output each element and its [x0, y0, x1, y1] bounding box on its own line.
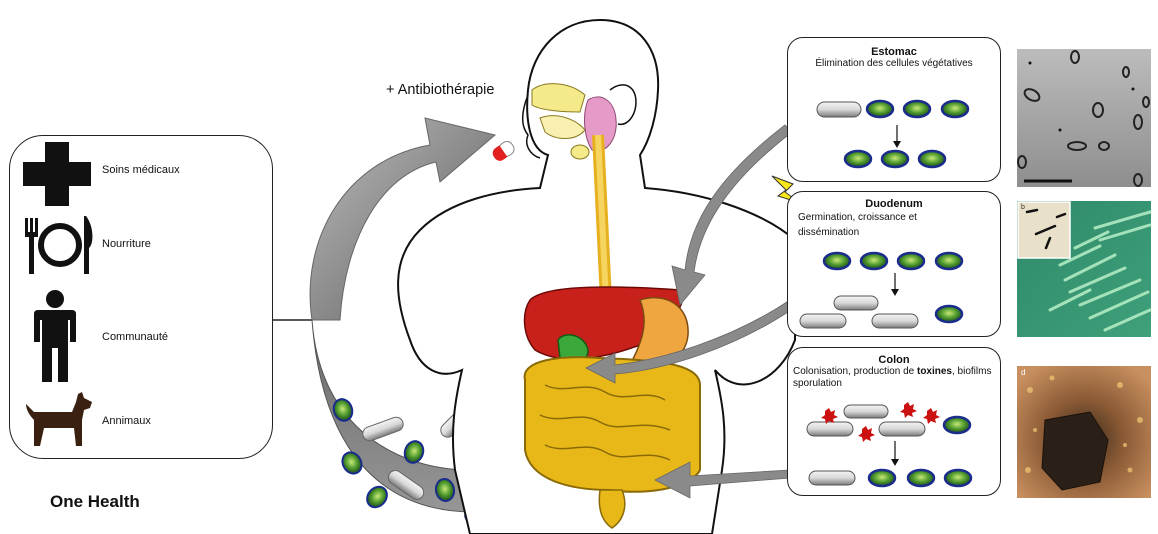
- food-icon: [22, 216, 94, 274]
- duodenum-cells: [787, 191, 1001, 337]
- colon-cells: [787, 347, 1001, 496]
- dog-icon: [24, 390, 94, 446]
- person-icon: [34, 290, 76, 382]
- stomach-cells: [787, 37, 1001, 182]
- pill-icon: [490, 139, 516, 163]
- photo-b-label: b: [1021, 204, 1025, 211]
- food-label: Nourriture: [102, 238, 151, 250]
- antibiotic-label: + Antibiothérapie: [386, 82, 494, 98]
- medical-cross-icon: [23, 142, 91, 206]
- community-label: Communauté: [102, 331, 168, 343]
- photo-colonoscopy: [1017, 366, 1151, 498]
- one-health-title: One Health: [50, 492, 140, 512]
- photo-d-label: d: [1021, 368, 1025, 377]
- animals-label: Annimaux: [102, 415, 151, 427]
- photo-bacilli: [1017, 201, 1151, 337]
- photo-phase-contrast: [1017, 49, 1151, 187]
- medical-label: Soins médicaux: [102, 164, 180, 176]
